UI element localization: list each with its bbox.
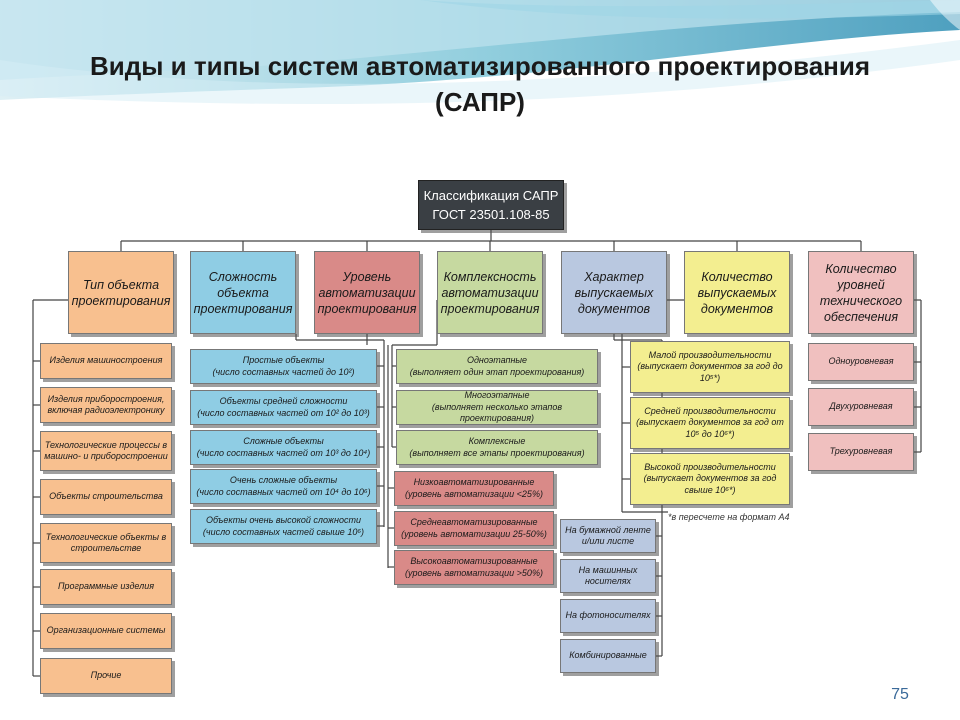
category-label: Количество выпускаемых документов xyxy=(697,269,777,316)
object-type-item: Изделия машиностроения xyxy=(40,343,172,379)
category-label: Количество уровней технического обеспече… xyxy=(819,261,903,324)
automation-complexity-item: Комплексные(выполняет все этапы проектир… xyxy=(396,430,598,465)
document-count-item: Малой производительности(выпускает докум… xyxy=(630,341,790,393)
object-type-item: Технологические объекты в строительстве xyxy=(40,523,172,563)
complexity-item: Простые объекты(число составных частей д… xyxy=(190,349,377,384)
object-type-item: Прочие xyxy=(40,658,172,694)
category-label: Характер выпускаемых документов xyxy=(574,269,654,316)
category-document-count: Количество выпускаемых документов xyxy=(684,251,790,334)
complexity-item: Объекты средней сложности(число составны… xyxy=(190,390,377,425)
document-character-item: Комбинированные xyxy=(560,639,656,673)
category-label: Комплексность автоматизации проектирован… xyxy=(440,269,540,316)
complexity-item: Очень сложные объекты(число составных ча… xyxy=(190,469,377,504)
document-count-footnote: *в пересчете на формат А4 xyxy=(668,512,790,522)
category-object-type: Тип объекта проектирования xyxy=(68,251,174,334)
document-count-item: Высокой производительности(выпускает док… xyxy=(630,453,790,505)
category-automation-level: Уровень автоматизации проектирования xyxy=(314,251,420,334)
category-automation-complexity: Комплексность автоматизации проектирован… xyxy=(437,251,543,334)
header-banner xyxy=(0,0,960,105)
root-node: Классификация САПР ГОСТ 23501.108-85 xyxy=(418,180,564,230)
object-type-item: Изделия приборостроения, включая радиоэл… xyxy=(40,387,172,423)
complexity-item: Сложные объекты(число составных частей о… xyxy=(190,430,377,465)
category-label: Уровень автоматизации проектирования xyxy=(317,269,417,316)
automation-level-item: Высокоавтоматизированные(уровень автомат… xyxy=(394,550,554,585)
slide-title-line1: Виды и типы систем автоматизированного п… xyxy=(89,51,871,81)
root-title: Классификация САПР xyxy=(423,188,559,203)
object-type-item: Программные изделия xyxy=(40,569,172,605)
object-type-item: Организационные системы xyxy=(40,613,172,649)
document-count-item: Средней производительности(выпускает док… xyxy=(630,397,790,449)
support-level-item: Трехуровневая xyxy=(808,433,914,471)
object-type-item: Технологические процессы в машино- и при… xyxy=(40,431,172,471)
document-character-item: На бумажной ленте и/или листе xyxy=(560,519,656,553)
support-level-item: Одноуровневая xyxy=(808,343,914,381)
category-label: Сложность объекта проектирования xyxy=(193,269,293,316)
slide-title-line2: (САПР) xyxy=(435,87,525,117)
automation-level-item: Низкоавтоматизированные(уровень автомати… xyxy=(394,471,554,506)
complexity-item: Объекты очень высокой сложности(число со… xyxy=(190,509,377,544)
document-character-item: На машинных носителях xyxy=(560,559,656,593)
page-number: 75 xyxy=(891,686,909,703)
root-standard: ГОСТ 23501.108-85 xyxy=(432,207,550,222)
automation-complexity-item: Одноэтапные(выполняет один этап проектир… xyxy=(396,349,598,384)
category-label: Тип объекта проектирования xyxy=(71,277,171,308)
category-object-complexity: Сложность объекта проектирования xyxy=(190,251,296,334)
object-type-item: Объекты строительства xyxy=(40,479,172,515)
slide-title: Виды и типы систем автоматизированного п… xyxy=(0,48,960,120)
automation-complexity-item: Многоэтапные(выполняет несколько этапов … xyxy=(396,390,598,425)
support-level-item: Двухуровневая xyxy=(808,388,914,426)
category-support-levels: Количество уровней технического обеспече… xyxy=(808,251,914,334)
category-document-character: Характер выпускаемых документов xyxy=(561,251,667,334)
automation-level-item: Среднеавтоматизированные(уровень автомат… xyxy=(394,511,554,546)
document-character-item: На фотоносителях xyxy=(560,599,656,633)
